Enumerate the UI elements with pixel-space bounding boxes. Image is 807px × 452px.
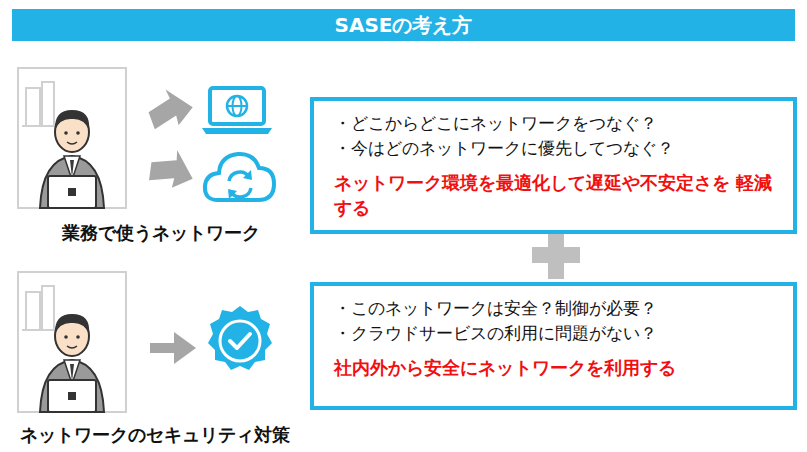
question-bullet: ・今はどのネットワークに優先してつなぐ？ [334,136,777,161]
key-message: ネットワーク環境を最適化して遅延や不安定さを 軽減する [334,170,777,220]
question-bullet: ・クラウドサービスの利用に問題がない？ [334,321,777,346]
key-message: 社内外から安全にネットワークを利用する [334,355,777,380]
text-box: ・どこからどこにネットワークをつなぐ？・今はどのネットワークに優先してつなぐ？ ネ… [310,97,797,234]
question-bullet: ・このネットワークは安全？制御が必要？ [334,296,777,321]
text-box: ・このネットワークは安全？制御が必要？・クラウドサービスの利用に問題がない？ 社内… [310,282,797,410]
title-band: SASEの考え方 [12,9,795,41]
caption-label: 業務で使うネットワーク [62,221,260,245]
question-bullet: ・どこからどこにネットワークをつなぐ？ [334,111,777,136]
title: SASEの考え方 [12,9,795,41]
caption-label: ネットワークのセキュリティ対策 [20,423,290,447]
